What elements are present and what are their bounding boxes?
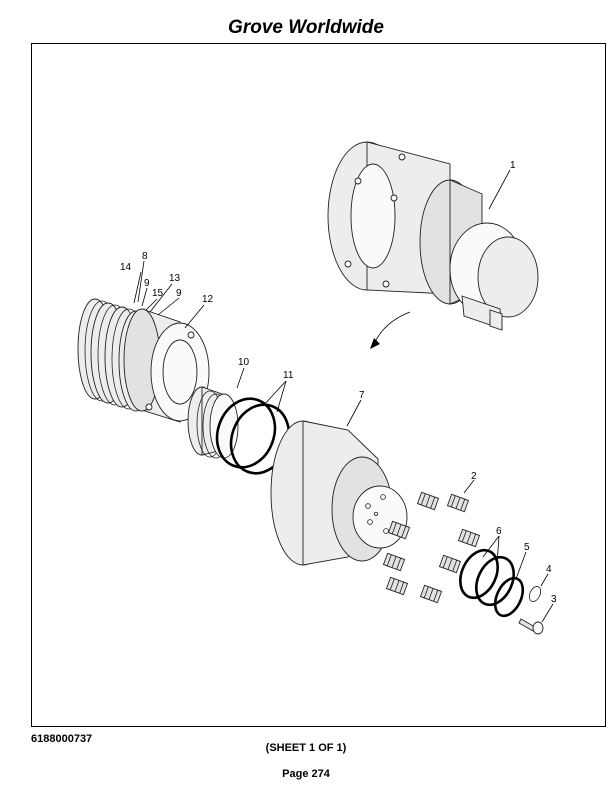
diagram-frame: 1 2 3 4 5 6 7 8 9 9 10 11 12 13 14 15	[31, 43, 606, 727]
assembly-arrow	[370, 311, 411, 349]
part-6-o-rings	[459, 548, 515, 607]
callouts: 1 2 3 4 5 6 7 8 9 9 10 11 12 13 14 15	[120, 160, 557, 605]
part-2-set-screws	[382, 491, 481, 604]
part-1-motor-housing	[327, 141, 539, 331]
callout-5: 5	[524, 542, 530, 553]
drawing-part-number: 6188000737	[31, 733, 93, 745]
callout-9-a: 9	[144, 278, 150, 289]
exploded-parts-diagram: 1 2 3 4 5 6 7 8 9 9 10 11 12 13 14 15	[77, 141, 557, 635]
callout-13: 13	[169, 273, 181, 284]
callout-11: 11	[283, 370, 294, 381]
callout-1: 1	[510, 160, 516, 171]
callout-4: 4	[546, 564, 552, 575]
leader-lines	[133, 169, 554, 623]
callout-3: 3	[551, 594, 557, 605]
callout-12: 12	[202, 294, 214, 305]
part-3-bolt	[518, 618, 544, 635]
callout-8: 8	[142, 251, 148, 262]
part-5-o-ring	[493, 576, 525, 618]
callout-10: 10	[238, 357, 250, 368]
part-7-housing	[270, 420, 408, 566]
page-number: Page 274	[282, 768, 330, 780]
callout-7: 7	[359, 390, 365, 401]
callout-2: 2	[471, 471, 477, 482]
part-12-plate	[123, 308, 210, 423]
sheet-indicator: (SHEET 1 OF 1)	[265, 742, 347, 754]
callout-15: 15	[152, 288, 164, 299]
callout-6: 6	[496, 526, 502, 537]
callout-9-b: 9	[176, 288, 182, 299]
page-title: Grove Worldwide	[228, 17, 384, 38]
callout-14: 14	[120, 262, 132, 273]
part-4-ball	[528, 586, 542, 602]
